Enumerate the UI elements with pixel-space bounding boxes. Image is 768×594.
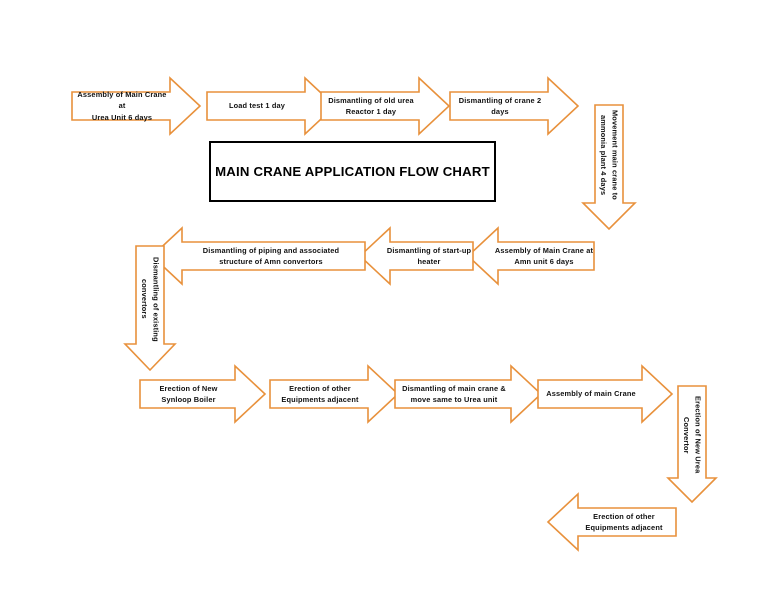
flow-node-dismantling-old-urea-reactor[interactable]: [320, 76, 451, 136]
flow-node-load-test[interactable]: [206, 76, 337, 136]
page-title: MAIN CRANE APPLICATION FLOW CHART: [215, 164, 490, 179]
page-title-box: MAIN CRANE APPLICATION FLOW CHART: [209, 141, 496, 202]
flow-node-erection-other-equipments-1[interactable]: [269, 364, 400, 424]
flow-node-erection-new-synloop-boiler[interactable]: [139, 364, 267, 424]
flow-node-dismantling-piping-convertors[interactable]: [150, 226, 366, 286]
flow-node-dismantling-main-crane-move[interactable]: [394, 364, 543, 424]
flow-node-erection-new-urea-convertor[interactable]: [666, 385, 718, 504]
flow-node-erection-other-equipments-2[interactable]: [546, 492, 677, 552]
flow-node-dismantling-existing-convertors[interactable]: [123, 245, 177, 372]
flow-node-dismantling-crane[interactable]: [449, 76, 580, 136]
flow-node-assembly-main-crane-2[interactable]: [537, 364, 674, 424]
flow-node-assembly-main-crane-urea[interactable]: [71, 76, 202, 136]
flow-node-dismantling-startup-heater[interactable]: [358, 226, 474, 286]
flow-node-assembly-main-crane-ammonia[interactable]: [466, 226, 595, 286]
flow-node-movement-main-crane-ammonia[interactable]: [581, 104, 637, 231]
